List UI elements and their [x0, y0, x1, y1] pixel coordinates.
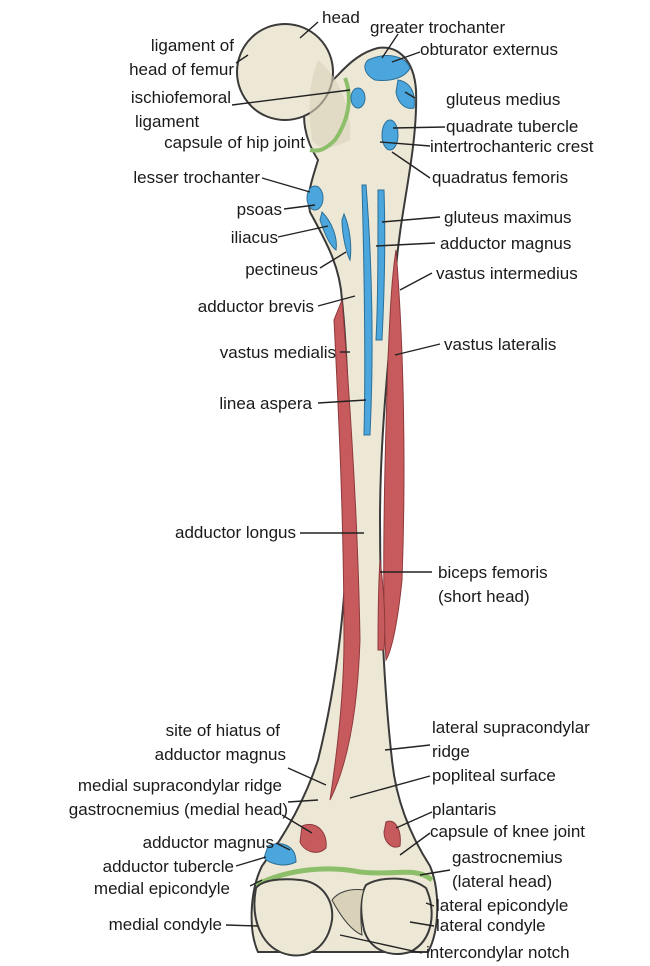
label-medial-epicondyle: medial epicondyle	[94, 879, 230, 899]
label-hiatus-1: site of hiatus of	[166, 721, 280, 741]
label-capsule-knee: capsule of knee joint	[430, 822, 585, 842]
quadratus-femoris-patch	[382, 120, 398, 150]
label-quadratus-femoris: quadratus femoris	[432, 168, 568, 188]
label-popliteal-surface: popliteal surface	[432, 766, 556, 786]
label-gastroc-medial: gastrocnemius (medial head)	[69, 800, 288, 820]
label-gluteus-maximus: gluteus maximus	[444, 208, 572, 228]
label-biceps-1: biceps femoris	[438, 563, 548, 583]
label-linea-aspera: linea aspera	[219, 394, 312, 414]
label-adductor-longus: adductor longus	[175, 523, 296, 543]
label-gastroc-lat-1: gastrocnemius	[452, 848, 563, 868]
label-intertrochanteric-crest: intertrochanteric crest	[430, 137, 593, 157]
label-quadrate-tubercle: quadrate tubercle	[446, 117, 578, 137]
label-intercondylar-notch: intercondylar notch	[426, 943, 570, 963]
label-head: head	[322, 8, 360, 28]
label-hiatus-2: adductor magnus	[155, 745, 286, 765]
label-adductor-brevis: adductor brevis	[198, 297, 314, 317]
label-ligament-head-2: head of femur	[129, 60, 234, 80]
label-greater-trochanter: greater trochanter	[370, 18, 505, 38]
label-lat-supra-1: lateral supracondylar	[432, 718, 590, 738]
label-lesser-trochanter: lesser trochanter	[133, 168, 260, 188]
label-capsule-hip: capsule of hip joint	[164, 133, 305, 153]
label-plantaris: plantaris	[432, 800, 496, 820]
quadrate-tubercle-patch	[351, 88, 365, 108]
label-adductor-magnus-top: adductor magnus	[440, 234, 571, 254]
label-adductor-tubercle: adductor tubercle	[103, 857, 234, 877]
label-adductor-magnus-bottom: adductor magnus	[143, 833, 274, 853]
label-vastus-intermedius: vastus intermedius	[436, 264, 578, 284]
label-lat-supra-2: ridge	[432, 742, 470, 762]
label-biceps-2: (short head)	[438, 587, 530, 607]
label-medial-supracondylar: medial supracondylar ridge	[78, 776, 282, 796]
label-gluteus-medius: gluteus medius	[446, 90, 560, 110]
label-iliacus: iliacus	[231, 228, 278, 248]
label-vastus-lateralis: vastus lateralis	[444, 335, 556, 355]
label-ischiofemoral-1: ischiofemoral	[131, 88, 231, 108]
label-lateral-condyle: lateral condyle	[436, 916, 546, 936]
label-ligament-head-1: ligament of	[151, 36, 234, 56]
label-medial-condyle: medial condyle	[109, 915, 222, 935]
label-lateral-epicondyle: lateral epicondyle	[436, 896, 568, 916]
label-ischiofemoral-2: ligament	[135, 112, 199, 132]
label-gastroc-lat-2: (lateral head)	[452, 872, 552, 892]
label-psoas: psoas	[237, 200, 282, 220]
label-pectineus: pectineus	[245, 260, 318, 280]
label-vastus-medialis: vastus medialis	[220, 343, 336, 363]
label-obturator-externus: obturator externus	[420, 40, 558, 60]
